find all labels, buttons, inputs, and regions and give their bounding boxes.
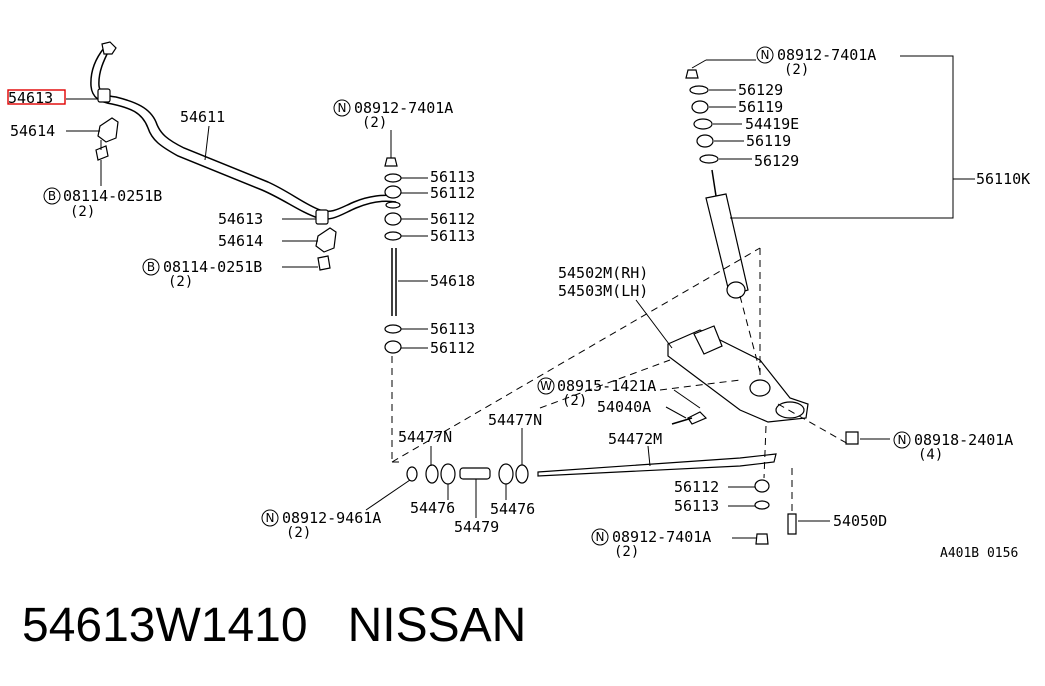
bolt-symbol-icon <box>43 187 61 205</box>
nut-symbol-icon <box>893 431 911 449</box>
label-rod-56113-c[interactable]: 56113 <box>430 320 475 338</box>
bolt-symbol-text: B <box>48 189 56 203</box>
part-caption: 54613W1410 NISSAN <box>22 598 526 653</box>
label-shock-54419e[interactable]: 54419E <box>745 115 799 133</box>
label-washer-bolt-qty: (2) <box>562 393 587 409</box>
label-arm-nut[interactable]: 08918-2401A <box>914 431 1013 449</box>
label-shock-56129-a[interactable]: 56129 <box>738 81 783 99</box>
shock-absorber-drawing <box>685 69 749 299</box>
label-washer-bolt[interactable]: 08915-1421A <box>557 377 656 395</box>
label-tension-rod[interactable]: 54472M <box>608 430 662 448</box>
label-tr-54476-b[interactable]: 54476 <box>490 500 535 518</box>
nut-symbol-text: N <box>898 433 907 447</box>
label-stabilizer-bushing-right[interactable]: 54613 <box>218 210 263 228</box>
label-rod-56112-c[interactable]: 56112 <box>430 339 475 357</box>
tension-rod-drawing <box>406 411 859 545</box>
label-bolt-54050d[interactable]: 54050D <box>833 512 887 530</box>
stabilizer-rod-stack-drawing <box>384 157 402 354</box>
lower-arm-drawing <box>667 325 809 423</box>
label-shock-nut-qty: (2) <box>784 62 809 78</box>
label-arm-nut-qty: (4) <box>918 447 943 463</box>
label-tr-nut-qty: (2) <box>286 525 311 541</box>
label-tr-54477n-b[interactable]: 54477N <box>488 411 542 429</box>
label-rod-56112-a[interactable]: 56112 <box>430 184 475 202</box>
label-stabilizer-bar[interactable]: 54611 <box>180 108 225 126</box>
label-bolt-54040a[interactable]: 54040A <box>597 398 651 416</box>
label-rod-top-nut-qty: (2) <box>362 115 387 131</box>
label-bracket-right[interactable]: 54614 <box>218 232 263 250</box>
label-shock-56119-a[interactable]: 56119 <box>738 98 783 116</box>
label-rod-56113-b[interactable]: 56113 <box>430 227 475 245</box>
dashed-assembly-lines <box>391 247 851 512</box>
highlight-box <box>7 89 66 105</box>
nut-symbol-text: N <box>338 101 347 115</box>
label-rod-56113-a[interactable]: 56113 <box>430 168 475 186</box>
label-rod-56112-b[interactable]: 56112 <box>430 210 475 228</box>
caption-part-number: 54613W1410 <box>22 599 308 652</box>
label-bolt-right-qty: (2) <box>168 274 193 290</box>
nut-symbol-icon <box>756 46 774 64</box>
label-stabilizer-bushing-highlighted[interactable]: 54613 <box>8 89 53 107</box>
stabilizer-bar-drawing <box>90 41 399 225</box>
nut-symbol-text: N <box>596 530 605 544</box>
washer-symbol-text: W <box>540 379 552 393</box>
label-tr-54477n-a[interactable]: 54477N <box>398 428 452 446</box>
nut-symbol-icon <box>333 99 351 117</box>
bolt-symbol-text: B <box>147 260 155 274</box>
label-tr-56112[interactable]: 56112 <box>674 478 719 496</box>
right-bracket-drawing <box>315 227 337 271</box>
label-tr-54479[interactable]: 54479 <box>454 518 499 536</box>
label-shock-nut[interactable]: 08912-7401A <box>777 46 876 64</box>
label-bolt-left[interactable]: 08114-0251B <box>63 187 162 205</box>
label-shock-56129-b[interactable]: 56129 <box>754 152 799 170</box>
label-rod-top-nut[interactable]: 08912-7401A <box>354 99 453 117</box>
label-arm-rh[interactable]: 54502M(RH) <box>558 264 648 282</box>
nut-symbol-icon <box>261 509 279 527</box>
label-tr-bottom-nut-qty: (2) <box>614 544 639 560</box>
label-tr-nut[interactable]: 08912-9461A <box>282 509 381 527</box>
leader-lines <box>66 55 975 539</box>
label-shock-56119-b[interactable]: 56119 <box>746 132 791 150</box>
label-bolt-right[interactable]: 08114-0251B <box>163 258 262 276</box>
label-shock-assy[interactable]: 56110K <box>976 170 1030 188</box>
nut-symbol-text: N <box>266 511 275 525</box>
label-tr-56113[interactable]: 56113 <box>674 497 719 515</box>
nut-symbol-text: N <box>761 48 770 62</box>
label-arm-lh[interactable]: 54503M(LH) <box>558 282 648 300</box>
symbol-markers: N B B N W N N N <box>43 46 911 546</box>
label-rod-54618[interactable]: 54618 <box>430 272 475 290</box>
caption-brand: NISSAN <box>347 599 527 652</box>
part-labels: 54613 54614 08114-0251B (2) 54611 54613 … <box>8 46 1030 561</box>
bolt-symbol-icon <box>142 258 160 276</box>
label-tr-54476-a[interactable]: 54476 <box>410 499 455 517</box>
diagram-reference: A401B 0156 <box>940 546 1018 561</box>
label-bolt-left-qty: (2) <box>70 204 95 220</box>
label-tr-bottom-nut[interactable]: 08912-7401A <box>612 528 711 546</box>
label-bracket-left[interactable]: 54614 <box>10 122 55 140</box>
left-bracket-drawing <box>95 117 119 161</box>
washer-symbol-icon <box>537 377 555 395</box>
nut-symbol-icon <box>591 528 609 546</box>
